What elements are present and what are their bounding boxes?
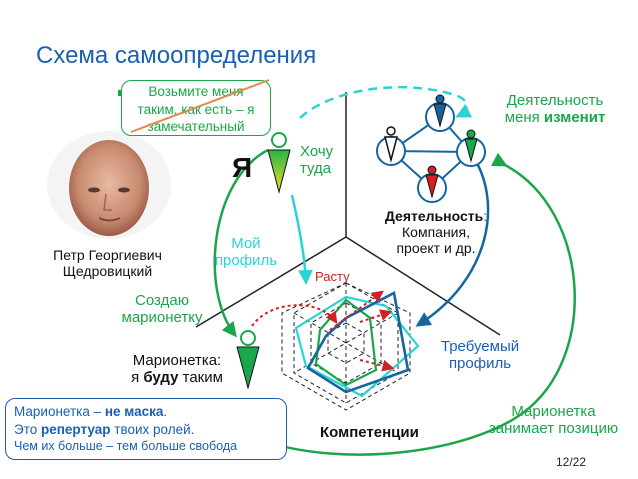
required-profile-label: Требуемый профиль	[440, 338, 520, 373]
bubble-line-2: таким, как есть – я	[137, 101, 255, 117]
slide-title: Схема самоопределения	[36, 42, 317, 69]
create-marionette-label: Создаю марионетку	[121, 292, 203, 327]
axis-left	[195, 236, 347, 328]
create-marionette-arrow	[213, 148, 269, 338]
bubble-line-3: замечательный	[147, 119, 245, 135]
required-profile-arrow	[415, 151, 490, 327]
required-profile-shape	[306, 291, 410, 394]
marionette-note-box: Марионетка – не маска. Это репертуар тво…	[5, 398, 287, 460]
note-line-3: Чем их больше – тем больше свобода	[14, 439, 238, 454]
speech-bubble: Возьмите меня таким, как есть – я замеча…	[121, 80, 271, 136]
figure-ya-icon	[267, 132, 291, 194]
person-name: Петр Георгиевич Щедровицкий	[53, 247, 162, 280]
node-figure-red	[425, 165, 439, 199]
axis-right	[345, 236, 501, 336]
ya-label: Я	[232, 152, 253, 183]
competencies-label: Компетенции	[320, 424, 419, 441]
person-photo	[47, 131, 171, 239]
note-line-1: Марионетка – не маска.	[14, 404, 168, 419]
node-figure-blue	[433, 94, 447, 128]
my-profile-label: Мой профиль	[214, 235, 278, 270]
my-profile-arrow	[290, 194, 313, 285]
activity-changes-me-label: Деятельность меня изменит	[504, 92, 606, 127]
node-figure-white	[384, 126, 398, 163]
marionette-takes-position-label: Марионетка занимает позицию	[488, 403, 619, 438]
green-profile	[314, 298, 378, 387]
marionette-position-arrow	[259, 152, 576, 456]
figure-marionette-icon	[236, 330, 260, 390]
activity-network	[376, 94, 486, 203]
bubble-line-1: Возьмите меня	[148, 84, 244, 99]
cyan-profile	[294, 295, 420, 398]
marionette-label: Марионетка: я буду таким	[131, 352, 223, 387]
growing-label: Расту	[315, 269, 350, 284]
node-figure-green	[464, 129, 478, 163]
want-there-arrow	[299, 85, 473, 119]
page-number: 12/22	[556, 455, 587, 469]
want-there-label: Хочу туда	[300, 143, 334, 178]
note-line-2: Это репертуар твоих ролей.	[14, 421, 195, 437]
activity-label: Деятельность: Компания, проект и др.	[384, 208, 488, 257]
radar-chart	[251, 282, 420, 411]
